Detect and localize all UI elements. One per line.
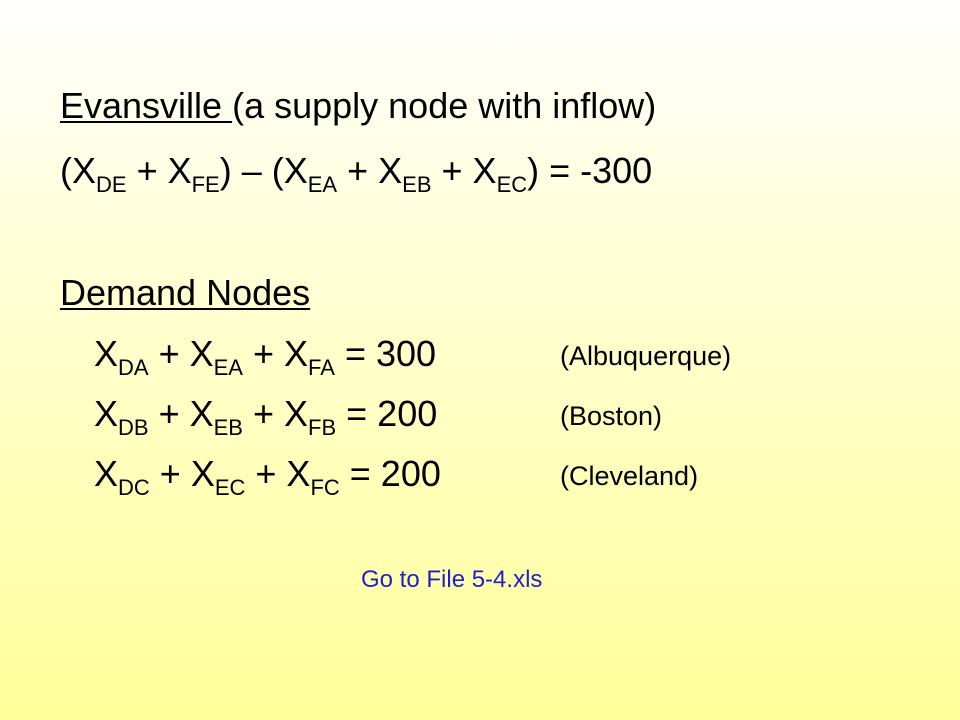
demand-city-label: (Boston): [560, 401, 663, 431]
eq-term: + X: [149, 453, 215, 494]
eq-subscript: EB: [402, 172, 432, 197]
supply-node-heading: Evansville (a supply node with inflow): [60, 88, 656, 124]
eq-subscript: DA: [118, 355, 149, 380]
eq-term: + X: [431, 150, 497, 191]
go-to-file-link[interactable]: Go to File 5-4.xls: [361, 566, 543, 593]
demand-equation-row: XDC + XEC + XFC = 200: [94, 453, 441, 499]
eq-term: X: [94, 333, 119, 374]
eq-term: X: [94, 453, 119, 494]
eq-term: + X: [148, 393, 214, 434]
eq-subscript: FB: [308, 415, 337, 440]
eq-term: = 300: [334, 333, 437, 374]
eq-term: ) – (X: [219, 150, 308, 191]
eq-subscript: DC: [118, 475, 150, 500]
eq-term: (X: [60, 150, 96, 191]
eq-term: + X: [126, 150, 192, 191]
eq-subscript: EA: [213, 355, 243, 380]
eq-term: + X: [242, 393, 309, 434]
eq-term: = 200: [336, 393, 438, 434]
eq-term: X: [94, 393, 119, 434]
demand-equation-row: XDB + XEB + XFB = 200: [94, 393, 438, 439]
demand-equation-row: XDA + XEA + XFA = 300: [94, 333, 437, 379]
eq-subscript: FC: [310, 475, 340, 500]
eq-subscript: EC: [214, 475, 246, 500]
eq-term: + X: [148, 333, 214, 374]
eq-subscript: DB: [118, 415, 149, 440]
demand-city-label: (Cleveland): [560, 461, 699, 491]
supply-node-equation: (XDE + XFE) – (XEA + XEB + XEC) = -300: [60, 150, 653, 196]
demand-city-label: (Albuquerque): [560, 341, 732, 371]
eq-term: ) = -300: [527, 150, 653, 191]
eq-subscript: EC: [496, 172, 528, 197]
supply-node-description: (a supply node with inflow): [232, 85, 657, 126]
eq-subscript: EA: [307, 172, 338, 197]
eq-term: + X: [245, 453, 311, 494]
eq-term: + X: [337, 150, 403, 191]
eq-term: + X: [242, 333, 309, 374]
eq-subscript: DE: [96, 172, 127, 197]
eq-subscript: FE: [191, 172, 220, 197]
eq-term: = 200: [339, 453, 441, 494]
demand-nodes-heading: Demand Nodes: [60, 272, 311, 313]
eq-subscript: FA: [308, 355, 335, 380]
supply-node-name: Evansville: [60, 85, 233, 126]
eq-subscript: EB: [213, 415, 243, 440]
